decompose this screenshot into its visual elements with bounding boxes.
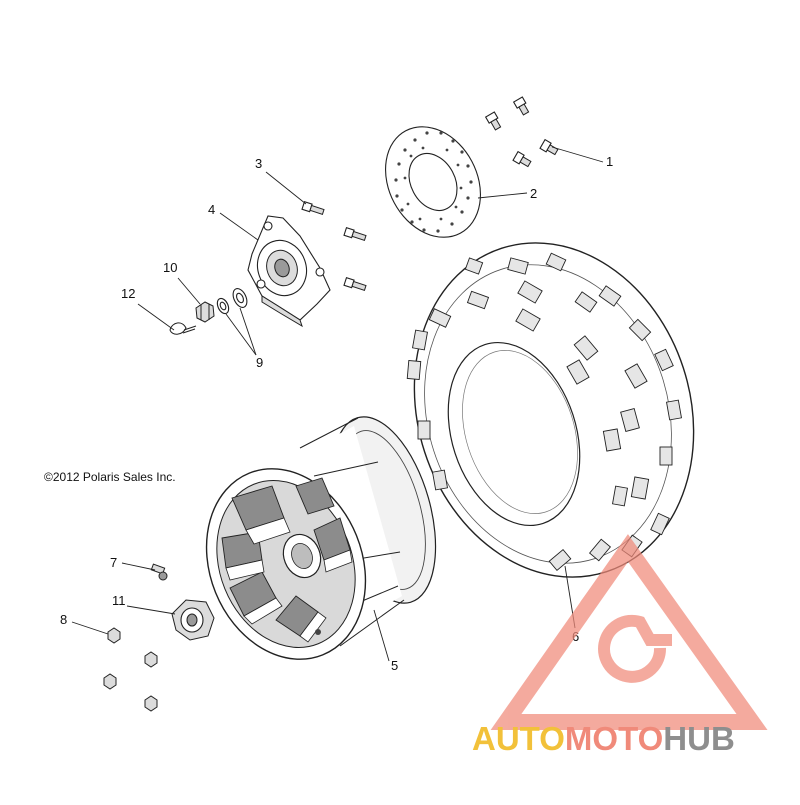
- callout-3: 3: [255, 156, 262, 171]
- copyright-text: ©2012 Polaris Sales Inc.: [44, 470, 176, 484]
- callout-4: 4: [208, 202, 215, 217]
- watermark-logo: [490, 534, 768, 730]
- tire: [406, 242, 695, 578]
- callout-11: 11: [112, 593, 126, 608]
- callout-9: 9: [256, 355, 263, 370]
- valve-stem-icon: [150, 563, 168, 581]
- leader-lines: [71, 146, 604, 662]
- washer-icon: [216, 288, 248, 315]
- castle-nut-icon: [195, 301, 215, 323]
- callout-7: 7: [110, 555, 117, 570]
- watermark-text: AUTOMOTOHUB: [472, 720, 735, 757]
- brake-disc: [385, 126, 481, 238]
- callout-1: 1: [606, 154, 613, 169]
- hub-stud-icon: [301, 200, 367, 291]
- disc-bolt-icon: [484, 96, 559, 168]
- hub-cap-icon: [171, 599, 215, 641]
- callout-2: 2: [530, 186, 537, 201]
- lug-nut-icon: [103, 627, 158, 712]
- cotter-pin-icon: [169, 322, 197, 335]
- callout-5: 5: [391, 658, 398, 673]
- watermark-hub: HUB: [663, 720, 735, 757]
- callout-12: 12: [121, 286, 135, 301]
- watermark-moto: MOTO: [565, 720, 663, 757]
- wheel-rim: [205, 416, 437, 660]
- callout-10: 10: [163, 260, 177, 275]
- callout-8: 8: [60, 612, 67, 627]
- wheel-hub: [247, 215, 331, 328]
- watermark-auto: AUTO: [472, 720, 565, 757]
